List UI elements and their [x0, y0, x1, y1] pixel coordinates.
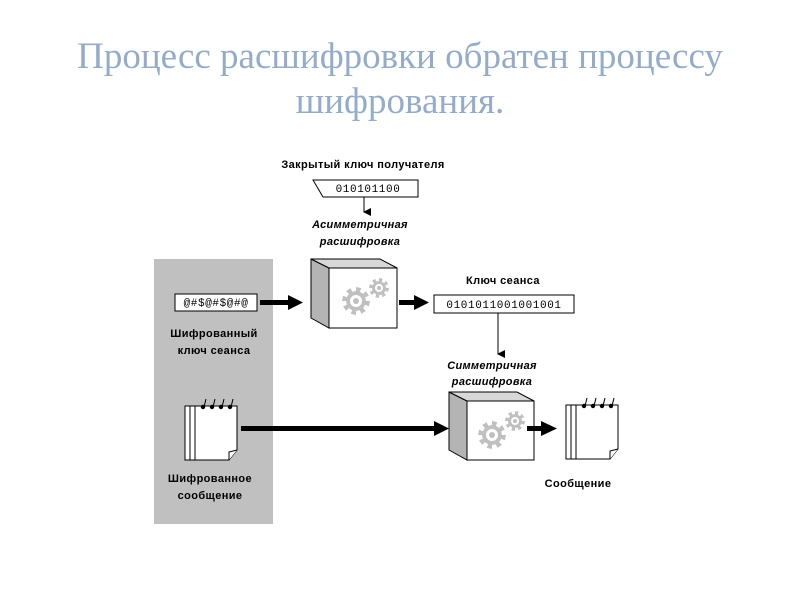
symmetric-label-line-1: Симметричная: [447, 360, 537, 372]
gear-icon: [369, 278, 389, 298]
session-key-box: 0101011001001001: [433, 294, 575, 314]
arrow-symmetric-to-message: [527, 421, 557, 436]
encrypted-session-key-label-line-1: Шифрованный: [170, 328, 257, 340]
gear-icon: [342, 287, 370, 315]
private-key-label: Закрытый ключ получателя: [281, 159, 444, 171]
encrypted-session-key-value: @#$@#$@#@: [184, 298, 249, 310]
slide-title-line-1: Процесс расшифровки обратен процессу: [77, 36, 723, 77]
encrypted-message-label-line-1: Шифрованное: [168, 473, 252, 485]
encrypted-session-key-label-line-2: ключ сеанса: [178, 345, 251, 357]
session-key-value: 0101011001001001: [446, 300, 561, 312]
slide-title: Процесс расшифровки обратен процессу шиф…: [0, 34, 800, 124]
symmetric-label-line-2: расшифровка: [451, 376, 532, 388]
gear-icon: [478, 421, 506, 449]
symmetric-decryption-cube: [448, 391, 535, 461]
private-key-value: 010101100: [336, 184, 401, 196]
encrypted-session-key-box: @#$@#$@#@: [174, 293, 258, 312]
gear-icon: [505, 411, 525, 431]
asymmetric-label-line-1: Асимметричная: [311, 219, 408, 231]
message-document-icon: [565, 397, 619, 460]
arrow-asymmetric-to-session-key: [399, 295, 429, 310]
encrypted-message-label-line-2: сообщение: [178, 490, 243, 502]
arrow-encrypted-key-to-asymmetric: [260, 295, 303, 310]
encrypted-message-document-icon: [184, 398, 238, 461]
session-key-label: Ключ сеанса: [466, 275, 540, 287]
asymmetric-label-line-2: расшифровка: [319, 236, 400, 248]
slide-title-line-2: шифрования.: [295, 81, 505, 122]
message-label: Сообщение: [545, 478, 612, 490]
private-key-box: 010101100: [312, 179, 419, 198]
arrow-encrypted-message-to-symmetric: [241, 421, 449, 436]
asymmetric-decryption-cube: [310, 258, 398, 329]
